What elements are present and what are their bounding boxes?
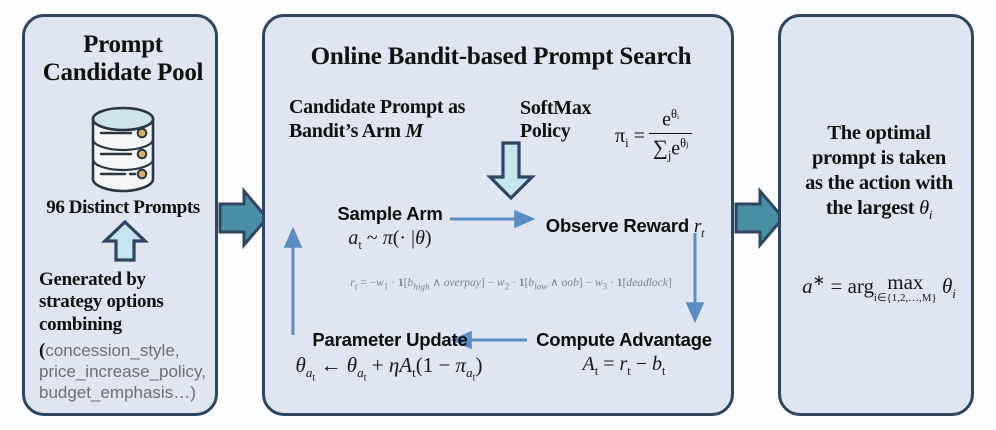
- optimal-formula-equals: =: [830, 274, 843, 298]
- generated-by-line2: strategy options: [39, 291, 164, 313]
- strategy-option-1: concession_style,: [45, 341, 180, 360]
- cycle-arrows-group: [283, 209, 705, 350]
- softmax-pi-sub: i: [625, 136, 629, 151]
- left-panel-title-line2: Candidate Pool: [42, 59, 204, 86]
- node-math-sample-arm: at ~ π(· |θ): [348, 227, 432, 252]
- strategy-option-2: price_increase_policy,: [39, 362, 206, 382]
- connector-arrow-1: [218, 186, 269, 250]
- node-title-observe-reward: Observe Reward rt: [545, 215, 705, 240]
- node-math-compute-advantage: At = rt − bt: [582, 353, 666, 378]
- node-math-parameter-update: θat ← θat + ηAt(1 − πat): [295, 353, 483, 384]
- prompt-count-label: 96 Distinct Prompts: [46, 197, 200, 218]
- generated-by-text: Generated by strategy options combining: [39, 269, 225, 336]
- optimal-line1: The optimal: [827, 122, 931, 144]
- center-panel-title: Online Bandit-based Prompt Search: [310, 43, 692, 70]
- strategy-options-list: (concession_style, price_increase_policy…: [39, 339, 231, 404]
- online-bandit-search-panel: Online Bandit-based Prompt Search Candid…: [262, 14, 734, 416]
- node-title-sample-arm: Sample Arm: [337, 203, 443, 224]
- candidate-prompt-line2: Bandit’s Arm: [289, 120, 401, 142]
- reward-function-formula: rt = −w1 · 1[bhigh ∧ overpay] − w2 · 1[b…: [350, 277, 672, 292]
- optimal-prompt-panel: The optimal prompt is taken as the actio…: [778, 14, 974, 416]
- optimal-prompt-formula: a∗ = arg max i∈{1,2,…,M} θi: [802, 270, 956, 305]
- candidate-prompt-symbol: M: [405, 120, 423, 142]
- connector-arrow-2: [734, 186, 785, 250]
- database-cylinder-icon: [91, 106, 155, 193]
- optimal-line2: prompt is taken: [811, 147, 947, 169]
- optimal-prompt-description: The optimal prompt is taken as the actio…: [805, 122, 953, 223]
- softmax-numerator: eθᵢ: [648, 107, 693, 134]
- prompt-candidate-pool-panel: Prompt Candidate Pool 96 Distinct Prompt…: [22, 14, 218, 416]
- softmax-denominator: ∑jeθⱼ: [652, 135, 689, 163]
- generated-by-line3: combining: [39, 313, 122, 335]
- softmax-pi-symbol: π: [615, 125, 626, 148]
- left-panel-title-line1: Prompt: [83, 31, 163, 58]
- optimal-line3: as the action with: [805, 172, 953, 194]
- optimal-formula-max: max: [887, 270, 924, 295]
- strategy-option-3: budget_emphasis…): [39, 382, 196, 402]
- generated-by-line1: Generated by: [39, 269, 146, 290]
- optimal-line4: the largest: [825, 197, 915, 219]
- optimal-formula-index-set: i∈{1,2,…,M}: [874, 292, 937, 305]
- softmax-policy-formula: πi = eθᵢ ∑jeθⱼ: [615, 99, 740, 163]
- left-panel-title: Prompt Candidate Pool: [25, 31, 221, 87]
- candidate-prompt-label: Candidate Prompt as Bandit’s Arm M: [289, 95, 519, 143]
- up-block-arrow-icon: [100, 219, 150, 262]
- optimal-formula-arg: arg: [847, 274, 875, 298]
- node-title-compute-advantage: Compute Advantage: [536, 329, 712, 350]
- strategy-options-open-paren: (: [39, 340, 46, 361]
- softmax-equals: =: [633, 125, 645, 148]
- candidate-prompt-line1: Candidate Prompt as: [289, 96, 466, 118]
- observe-reward-label: Observe Reward: [545, 215, 689, 236]
- down-block-arrow-icon: [486, 141, 536, 201]
- node-title-parameter-update: Parameter Update: [312, 329, 468, 350]
- softmax-label-line1: SoftMax: [520, 97, 592, 119]
- softmax-policy-label: SoftMax Policy: [520, 97, 620, 143]
- softmax-label-line2: Policy: [520, 120, 571, 142]
